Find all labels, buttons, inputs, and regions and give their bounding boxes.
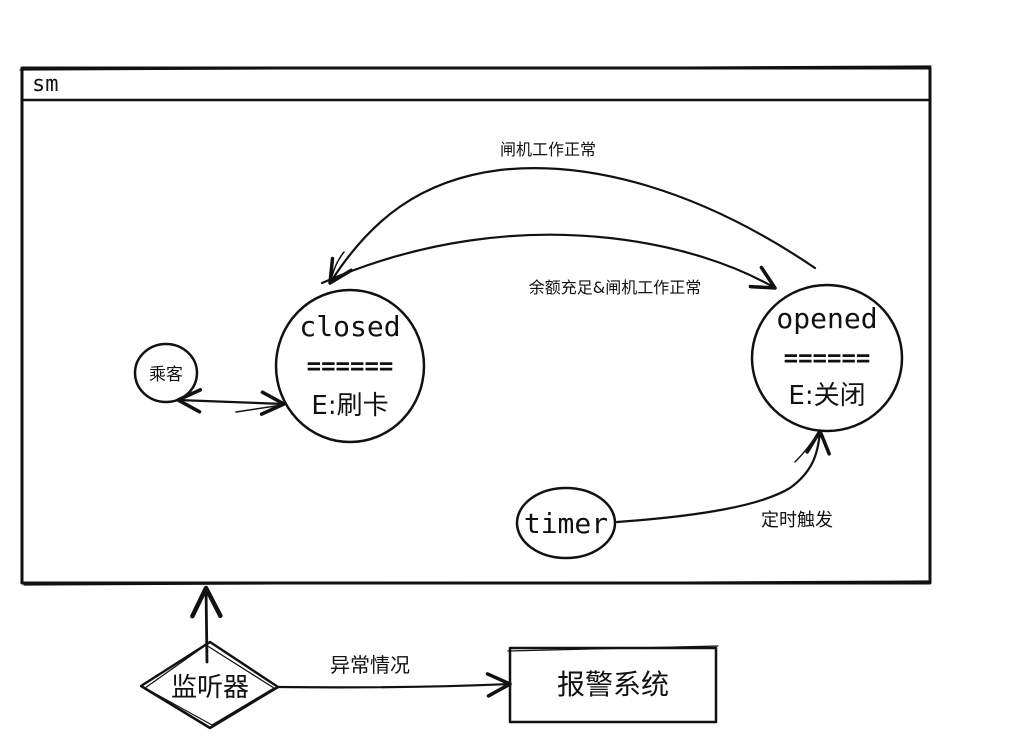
alarm-system-label: 报警系统 (557, 668, 669, 701)
transition-opened-to-closed: 闸机工作正常 (328, 140, 817, 285)
transition-label-opened-to-closed: 闸机工作正常 (500, 140, 596, 159)
transition-label-closed-to-opened: 余额充足&闸机工作正常 (529, 278, 701, 297)
state-closed-name: closed (299, 310, 400, 343)
transition-label-monitor-to-alarm: 异常情况 (330, 653, 410, 677)
timer-label: timer (524, 507, 608, 540)
state-closed-separator: ====== (307, 352, 394, 380)
passenger-node: 乘客 (133, 342, 199, 404)
state-opened: opened ====== E:关闭 (750, 283, 904, 433)
state-machine-frame: sm (19, 65, 932, 586)
state-closed: closed ====== E:刷卡 (274, 288, 426, 444)
state-closed-entry: E:刷卡 (311, 391, 388, 421)
monitor-to-frame-arrow (190, 585, 223, 664)
monitor-label: 监听器 (171, 673, 249, 703)
transition-timer-to-opened: 定时触发 (615, 429, 833, 531)
alarm-system-node: 报警系统 (507, 645, 719, 724)
state-opened-name: opened (776, 302, 877, 335)
transition-passenger-closed (176, 388, 286, 416)
transition-label-timer-to-opened: 定时触发 (761, 510, 833, 531)
timer-node: timer (515, 486, 617, 560)
transition-closed-to-opened: 余额充足&闸机工作正常 (320, 233, 777, 297)
state-opened-entry: E:关闭 (788, 381, 865, 411)
passenger-label: 乘客 (149, 365, 183, 385)
frame-title: sm (32, 72, 59, 97)
state-opened-separator: ====== (784, 344, 871, 372)
transition-monitor-to-alarm: 异常情况 (276, 653, 512, 698)
monitor-node: 监听器 (139, 640, 280, 730)
